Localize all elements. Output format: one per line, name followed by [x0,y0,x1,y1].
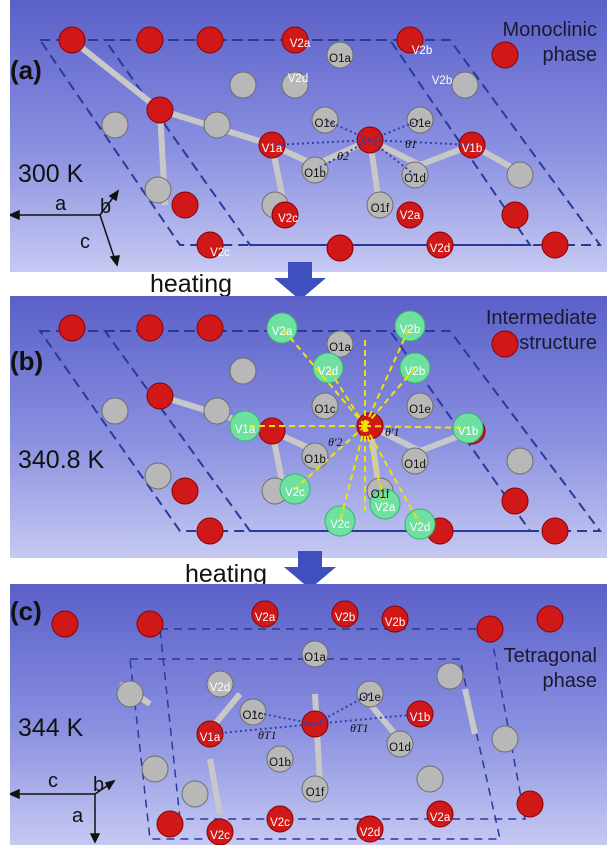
phase-line-1: Intermediate [485,307,597,329]
atom-label-v2a: V2a [375,502,396,514]
atom-label-o1f: O1f [371,489,390,501]
atom-label-o1e: O1e [409,118,431,130]
atom-label-v2b: V2b [412,45,432,57]
atom-label-v1a: V1a [200,732,221,744]
atom-label-v1a: V1a [235,424,256,436]
theta-2-label: θ2 [337,149,349,163]
atom-label-o1a: O1a [329,53,351,65]
atom-label-o1b: O1b [269,757,291,769]
axis-c-label: c [80,231,90,253]
axes-c [10,779,116,844]
panel-b-label: (b) [10,346,44,376]
theta-t1-right-label: θT1 [350,721,369,735]
atom-label-o1d: O1d [404,459,426,471]
phase-line-2: structure [519,332,597,354]
phase-line-2: phase [542,670,598,692]
heating-arrow-2-icon [284,551,336,589]
atom-label-v2a: V2a [255,612,276,624]
atom-label-o1f: O1f [306,787,325,799]
panel-c-phase: Tetragonal phase [504,644,597,694]
atom-label-v2d: V2d [210,682,230,694]
panel-b-phase: Intermediate structure [486,306,597,356]
atom-label-v2b: V2b [335,612,355,624]
atom-label-v1b: V1b [462,143,482,155]
axis-b-label: b [93,774,104,796]
heating-label-1: heating [150,270,233,298]
phase-line-1: Tetragonal [503,645,597,667]
atom-label-v2d: V2d [360,827,380,839]
panel-c-temperature: 344 K [18,714,84,742]
atom-label-v2b: V2b [400,324,420,336]
axes-a [10,189,120,267]
axis-a-label: a [55,193,67,215]
atom-label-o1b: O1b [304,454,326,466]
atom-label-v1a: V1a [262,143,283,155]
atom-label-o1f: O1f [371,203,390,215]
atom-label-v2a: V2a [400,210,421,222]
atom-label-v2c: V2c [278,213,298,225]
atom-label-v2c: V2c [210,830,230,842]
atom-label-v2d: V2d [430,243,450,255]
phase-line-2: phase [542,44,598,66]
panel-b-temperature: 340.8 K [18,446,105,474]
unit-cell-c [129,628,526,840]
atom-label-v2d: V2d [410,522,430,534]
atom-label-v2c: V2c [330,519,350,531]
atom-label-v2b: V2b [385,617,405,629]
heating-arrow-1-icon [274,262,326,300]
axis-c-label: c [48,770,58,792]
axis-b-label: b [100,196,111,218]
panel-a-temperature: 300 K [18,160,84,188]
atom-label-v2a: V2a [272,326,293,338]
atom-label-o1e: O1e [409,404,431,416]
atom-label-v2a: V2a [290,38,311,50]
panel-c-label: (c) [10,596,42,626]
atom-label-v2a: V2a [430,812,451,824]
atom-label-o1d: O1d [389,742,411,754]
atom-label-o1a: O1a [304,652,326,664]
unit-cell-a [38,39,602,246]
phase-line-1: Monoclinic [502,19,597,41]
theta-2-prime-label: θ'2 [328,435,342,449]
atom-label-v2d: V2d [318,366,338,378]
atom-label-o1c: O1c [314,118,335,130]
atom-label-v1b: V1b [410,712,430,724]
panel-a-label: (a) [10,55,42,85]
atom-label-o1c: O1c [314,404,335,416]
atom-label-o1d: O1d [404,173,426,185]
atom-label-o1e: O1e [359,692,381,704]
theta-1-label: θ1 [405,137,417,151]
axis-a-label: a [72,805,84,827]
panel-a-phase: Monoclinic phase [503,18,597,68]
atom-label-o1a: O1a [329,342,351,354]
atom-label-v2c: V2c [270,817,290,829]
atom-label-v2c: V2c [285,487,305,499]
atom-label-v2d: V2d [288,73,308,85]
atom-label-o1b: O1b [304,168,326,180]
atom-label-o1c: O1c [242,710,263,722]
atom-label-v2c: V2c [210,247,230,259]
atom-label-v1b: V1b [458,426,478,438]
heating-label-2: heating [185,560,268,588]
theta-1-prime-label: θ'1 [385,425,399,439]
theta-t1-left-label: θT1 [258,728,277,742]
atom-label-v2b: V2b [432,75,452,87]
atom-label-v2b: V2b [405,366,425,378]
